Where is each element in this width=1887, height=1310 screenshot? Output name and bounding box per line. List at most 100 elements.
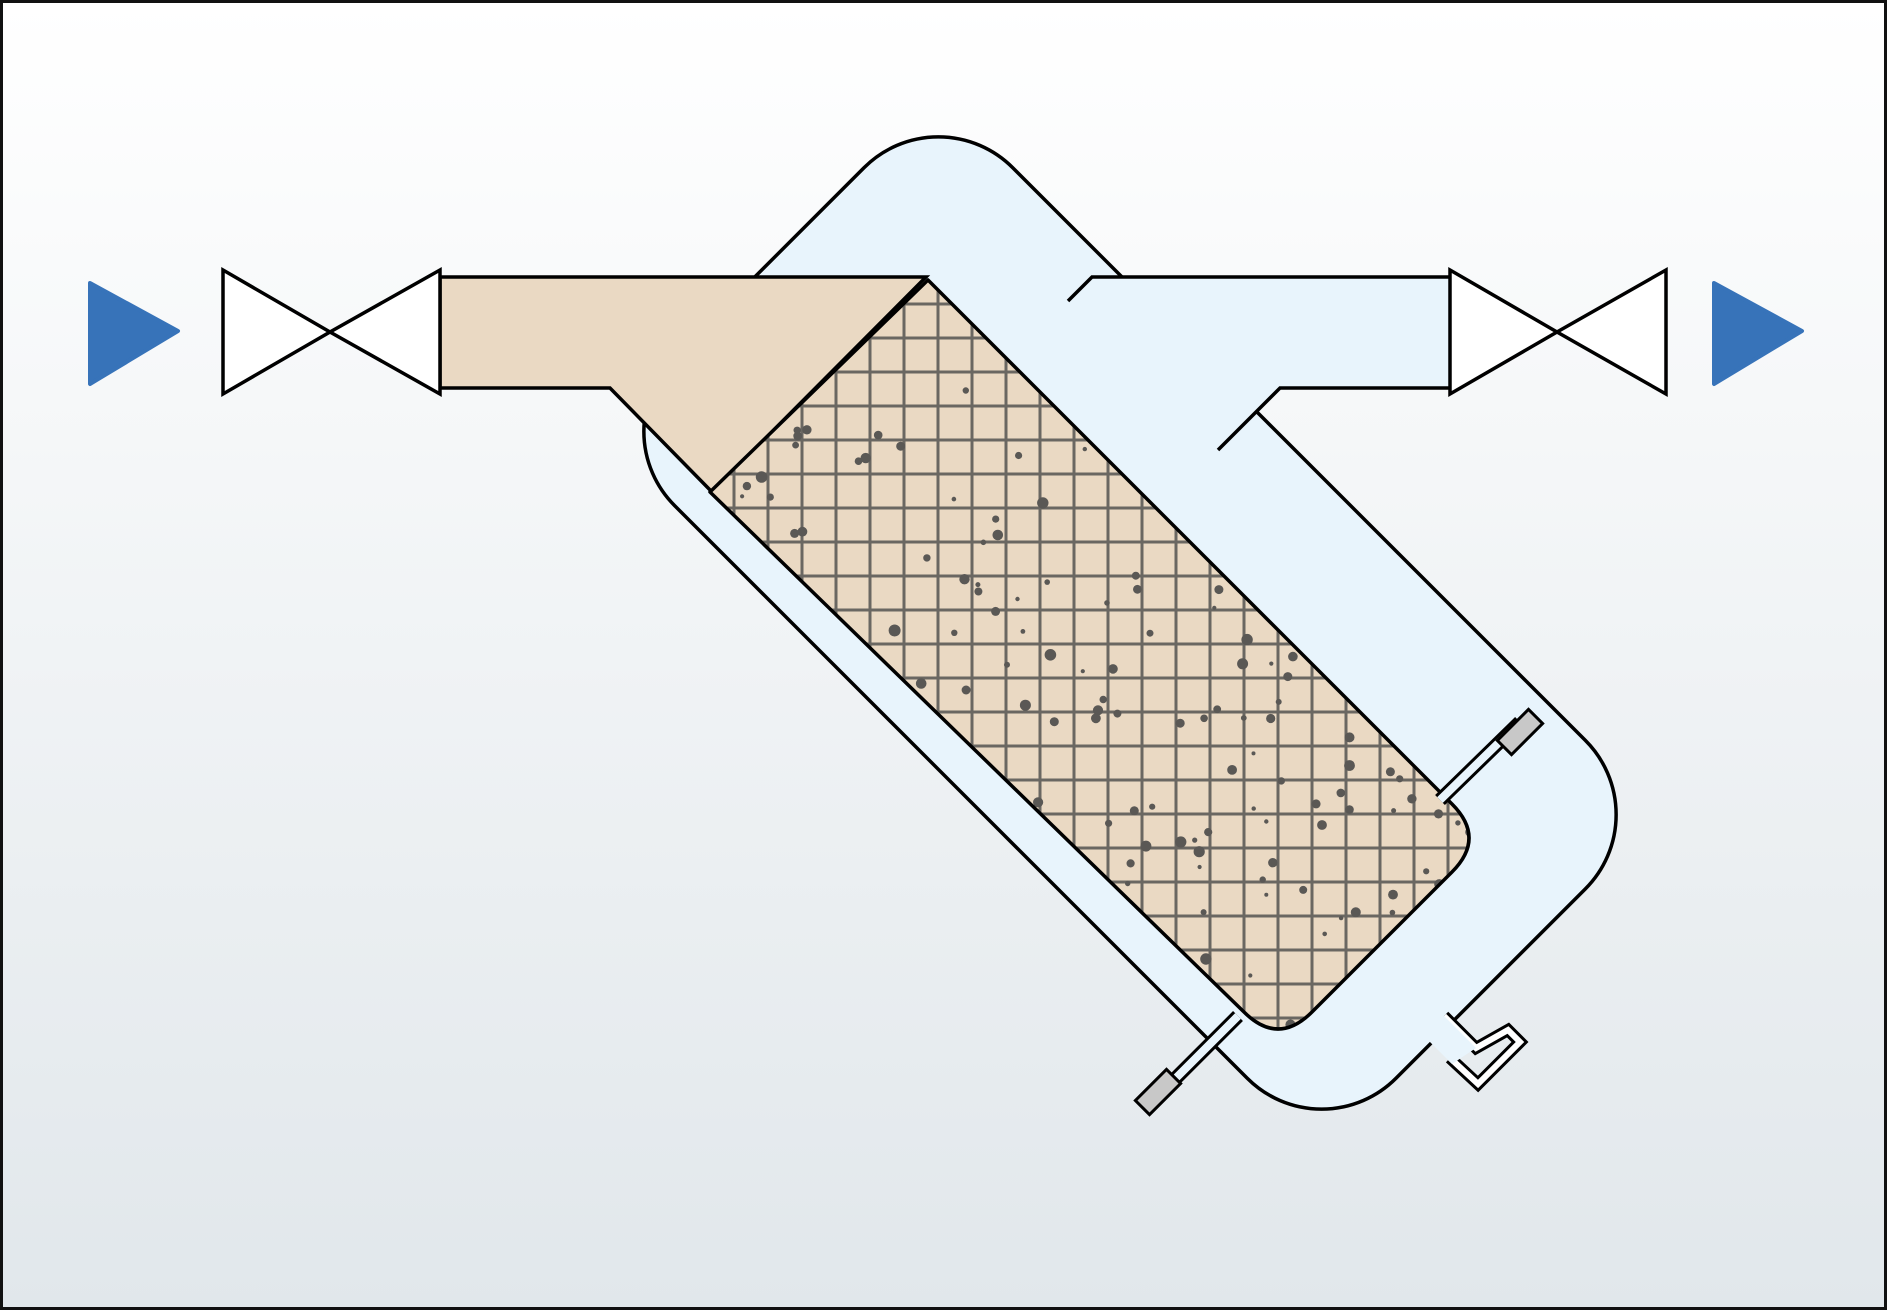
- media-particle: [915, 678, 927, 689]
- media-particle: [1344, 760, 1355, 771]
- media-particle: [1251, 806, 1256, 811]
- media-particle: [860, 452, 871, 464]
- media-particle: [1091, 713, 1101, 724]
- media-particle: [1108, 664, 1118, 674]
- media-particle: [1240, 715, 1247, 721]
- media-particle: [1455, 820, 1461, 826]
- media-particle: [992, 515, 1000, 523]
- media-particle: [1388, 889, 1398, 900]
- media-particle: [896, 441, 906, 451]
- media-particle: [802, 425, 812, 435]
- media-particle: [1259, 876, 1266, 883]
- media-particle: [1407, 794, 1417, 804]
- media-particle: [755, 471, 768, 483]
- inlet-flow-arrow: [88, 281, 180, 386]
- media-particle: [1082, 446, 1088, 452]
- media-particle: [1175, 718, 1185, 728]
- media-particle: [1015, 596, 1020, 602]
- media-particle: [1433, 809, 1444, 819]
- media-particle: [797, 526, 808, 537]
- media-particle: [1049, 717, 1059, 727]
- outlet-flow-arrow: [1712, 281, 1804, 386]
- media-particle: [1113, 709, 1122, 718]
- media-particle: [1044, 649, 1057, 661]
- media-particle: [961, 685, 971, 695]
- media-particle: [742, 481, 752, 491]
- media-particle: [1317, 820, 1327, 830]
- media-particle: [1175, 836, 1187, 848]
- inlet-valve[interactable]: [221, 266, 442, 398]
- media-particle: [1241, 633, 1253, 646]
- media-particle: [959, 574, 970, 585]
- media-particle: [1277, 777, 1286, 785]
- media-particle: [1288, 651, 1298, 662]
- media-particle: [1200, 953, 1212, 965]
- media-particle: [1385, 767, 1395, 777]
- media-particle: [962, 387, 969, 394]
- media-particle: [1080, 669, 1085, 674]
- media-particle: [1099, 695, 1107, 704]
- media-particle: [951, 496, 957, 502]
- media-particle: [1338, 915, 1344, 921]
- media-particle: [1125, 880, 1131, 887]
- media-particle: [1396, 775, 1404, 783]
- media-particle: [1197, 864, 1202, 870]
- media-particle: [854, 457, 863, 466]
- media-particle: [1020, 629, 1026, 634]
- media-particle: [1275, 698, 1282, 705]
- support-rod-lower: [1133, 1011, 1243, 1117]
- media-particle: [1264, 819, 1269, 824]
- media-particle: [1146, 629, 1154, 637]
- outlet-valve[interactable]: [1448, 266, 1668, 398]
- outlet-pipe-outline: [1066, 275, 1450, 452]
- drain-nozzle: [1420, 1011, 1529, 1093]
- media-outline: [708, 278, 1471, 1031]
- media-particle: [1193, 846, 1205, 858]
- media-particle: [1264, 892, 1269, 897]
- media-particle: [1200, 909, 1207, 916]
- media-particle: [1126, 859, 1135, 868]
- media-particle: [740, 494, 745, 499]
- media-particle: [1212, 605, 1217, 610]
- media-particle: [1344, 732, 1355, 743]
- media-particle: [888, 624, 901, 637]
- media-particle: [1283, 672, 1293, 682]
- media-particle: [1004, 661, 1010, 668]
- media-particle: [1336, 788, 1346, 798]
- media-particle: [1299, 885, 1308, 894]
- media-particle: [1269, 661, 1274, 666]
- media-particle: [793, 431, 803, 441]
- media-particle: [1149, 803, 1156, 810]
- media-particle: [1033, 797, 1044, 808]
- media-particle: [1092, 705, 1104, 716]
- media-particle: [1140, 840, 1152, 852]
- media-particle: [1133, 584, 1142, 594]
- outlet-pipe: [1068, 277, 1450, 450]
- media-particle: [1129, 806, 1139, 816]
- media-particle: [974, 587, 983, 596]
- media-particle: [1015, 451, 1023, 460]
- media-particle: [1389, 909, 1396, 916]
- media-particle: [1266, 713, 1276, 724]
- media-particle: [1350, 907, 1361, 918]
- media-particle: [923, 554, 931, 562]
- media-particle: [1037, 497, 1049, 509]
- media-particle: [766, 493, 774, 501]
- media-particle: [1227, 765, 1237, 775]
- media-particle: [1391, 808, 1397, 814]
- media-particle: [991, 606, 1001, 616]
- media-particle: [1105, 819, 1113, 827]
- media-particle: [992, 529, 1004, 541]
- media-particle: [1345, 805, 1354, 814]
- media-particle: [793, 426, 801, 434]
- media-particle: [792, 441, 799, 449]
- media-particle: [1322, 931, 1327, 937]
- media-particle: [1044, 579, 1050, 585]
- media-particle: [951, 629, 958, 636]
- media-particle: [1237, 658, 1249, 670]
- media-particle: [1268, 858, 1278, 868]
- support-rod-upper: [1435, 707, 1545, 806]
